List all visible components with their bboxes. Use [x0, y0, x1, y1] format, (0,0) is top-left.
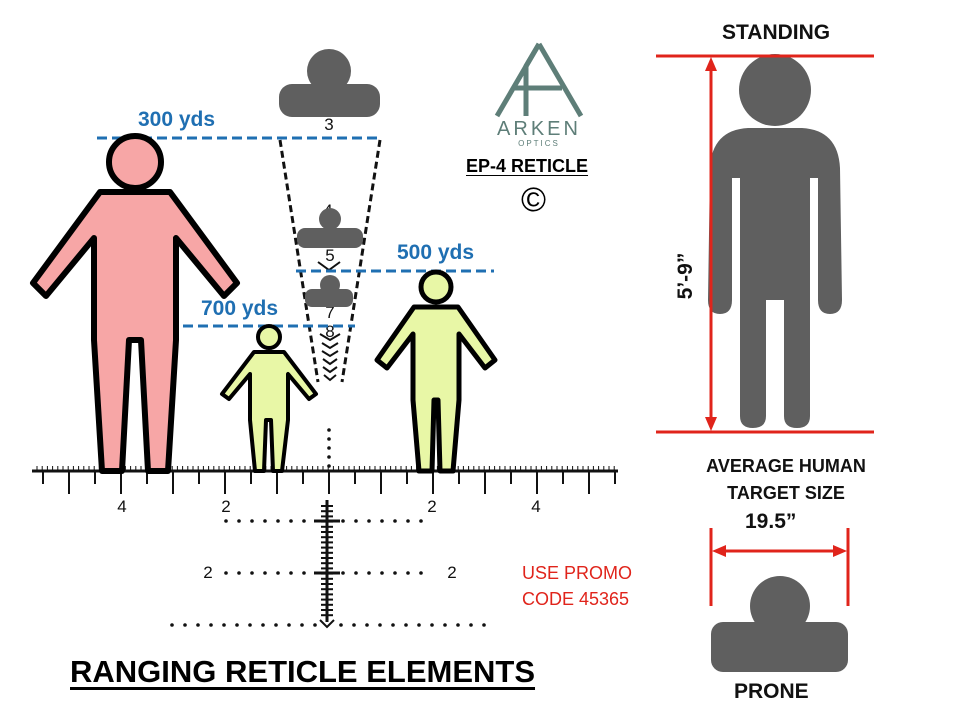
- holdover-dot: [302, 571, 306, 575]
- holdover-label-left-2: 2: [203, 563, 212, 582]
- holdover-dot: [352, 623, 356, 627]
- holdover-dot: [404, 623, 408, 627]
- prone-silhouette: [711, 576, 848, 672]
- holdover-dot: [183, 623, 187, 627]
- holdover-dot: [367, 571, 371, 575]
- height-value: 5’-9”: [674, 253, 697, 300]
- holdover-dot: [380, 571, 384, 575]
- holdover-dot: [250, 571, 254, 575]
- holdover-dot: [380, 519, 384, 523]
- holdover-dot: [274, 623, 278, 627]
- holdover-dot: [237, 519, 241, 523]
- promo-text: USE PROMO CODE 45365: [522, 560, 632, 612]
- holdover-dot: [443, 623, 447, 627]
- holdover-label-right-2: 2: [447, 563, 456, 582]
- prone-width-value: 19.5”: [745, 510, 797, 533]
- range-label-700: 700 yds: [201, 297, 279, 320]
- figure-300-yds: [30, 133, 240, 474]
- holdover-dot: [248, 623, 252, 627]
- ruler-label-right-4: 4: [531, 497, 540, 516]
- vertical-dot: [327, 464, 331, 468]
- standing-silhouette: [708, 54, 842, 428]
- holdover-dot: [469, 623, 473, 627]
- vertical-dot: [327, 437, 331, 441]
- holdover-dot: [224, 571, 228, 575]
- holdover-dot: [170, 623, 174, 627]
- range-label-500: 500 yds: [397, 241, 475, 264]
- holdover-dot: [222, 623, 226, 627]
- reticle-mark-7: 7: [325, 303, 334, 322]
- copyright-icon: ©: [521, 181, 547, 219]
- holdover-dot: [339, 623, 343, 627]
- holdover-dot: [365, 623, 369, 627]
- vertical-dot: [327, 428, 331, 432]
- holdover-dot: [393, 519, 397, 523]
- holdover-dot: [406, 571, 410, 575]
- ranging-funnel: 3 4 5 7 8: [278, 115, 382, 383]
- holdover-dot: [196, 623, 200, 627]
- ruler-label-left-4: 4: [117, 497, 126, 516]
- arken-logo-icon: [494, 42, 584, 118]
- ruler-label-right-2: 2: [427, 497, 436, 516]
- holdover-dot: [276, 571, 280, 575]
- holdover-dot: [250, 519, 254, 523]
- holdover-dot: [289, 571, 293, 575]
- page-title: RANGING RETICLE ELEMENTS: [70, 654, 536, 689]
- vertical-dot-line: [327, 428, 331, 468]
- average-line-2: TARGET SIZE: [727, 483, 845, 503]
- holdover-dot: [430, 623, 434, 627]
- holdover-dot: [378, 623, 382, 627]
- prone-label: PRONE: [734, 680, 809, 703]
- holdover-dot: [289, 519, 293, 523]
- holdover-dot: [224, 519, 228, 523]
- holdover-dot: [263, 519, 267, 523]
- average-line-1: AVERAGE HUMAN: [706, 456, 866, 476]
- holdover-dot: [391, 623, 395, 627]
- holdover-dot: [287, 623, 291, 627]
- holdover-dot: [237, 571, 241, 575]
- vertical-dot: [327, 455, 331, 459]
- holdover-dot: [261, 623, 265, 627]
- reticle-mark-3: 3: [324, 115, 333, 134]
- ruler-label-left-2: 2: [221, 497, 230, 516]
- holdover-dot: [276, 519, 280, 523]
- standing-label: STANDING: [722, 21, 831, 44]
- holdover-dot-rows: [170, 519, 486, 627]
- holdover-dot: [341, 519, 345, 523]
- holdover-dot: [302, 519, 306, 523]
- promo-line-1: USE PROMO: [522, 563, 633, 583]
- range-label-300: 300 yds: [138, 108, 216, 131]
- promo-line-2: CODE 45365: [522, 589, 630, 609]
- height-measurement: [656, 54, 874, 434]
- brand-sub: OPTICS: [518, 139, 560, 148]
- holdover-dot: [235, 623, 239, 627]
- holdover-dot: [393, 571, 397, 575]
- holdover-dot: [456, 623, 460, 627]
- holdover-dot: [354, 519, 358, 523]
- brand-name: ARKEN: [497, 118, 581, 140]
- holdover-dot: [209, 623, 213, 627]
- holdover-dot: [419, 519, 423, 523]
- holdover-dot: [367, 519, 371, 523]
- width-measurement: [709, 528, 850, 606]
- vertical-dot: [327, 446, 331, 450]
- figure-500-yds: [374, 269, 498, 474]
- funnel-prone-silhouettes: [279, 49, 380, 307]
- holdover-dot: [417, 623, 421, 627]
- vertical-ladder: [314, 500, 340, 629]
- holdover-dot: [300, 623, 304, 627]
- holdover-dot: [341, 571, 345, 575]
- holdover-dot: [419, 571, 423, 575]
- average-human-caption: AVERAGE HUMAN TARGET SIZE: [686, 453, 886, 507]
- holdover-dot: [354, 571, 358, 575]
- reticle-name: EP-4 RETICLE: [466, 156, 589, 176]
- holdover-dot: [406, 519, 410, 523]
- holdover-dot: [263, 571, 267, 575]
- reticle-mark-5: 5: [325, 246, 334, 265]
- holdover-dot: [313, 623, 317, 627]
- reticle-mark-8: 8: [325, 322, 334, 341]
- figure-700-yds: [220, 324, 318, 473]
- holdover-dot: [482, 623, 486, 627]
